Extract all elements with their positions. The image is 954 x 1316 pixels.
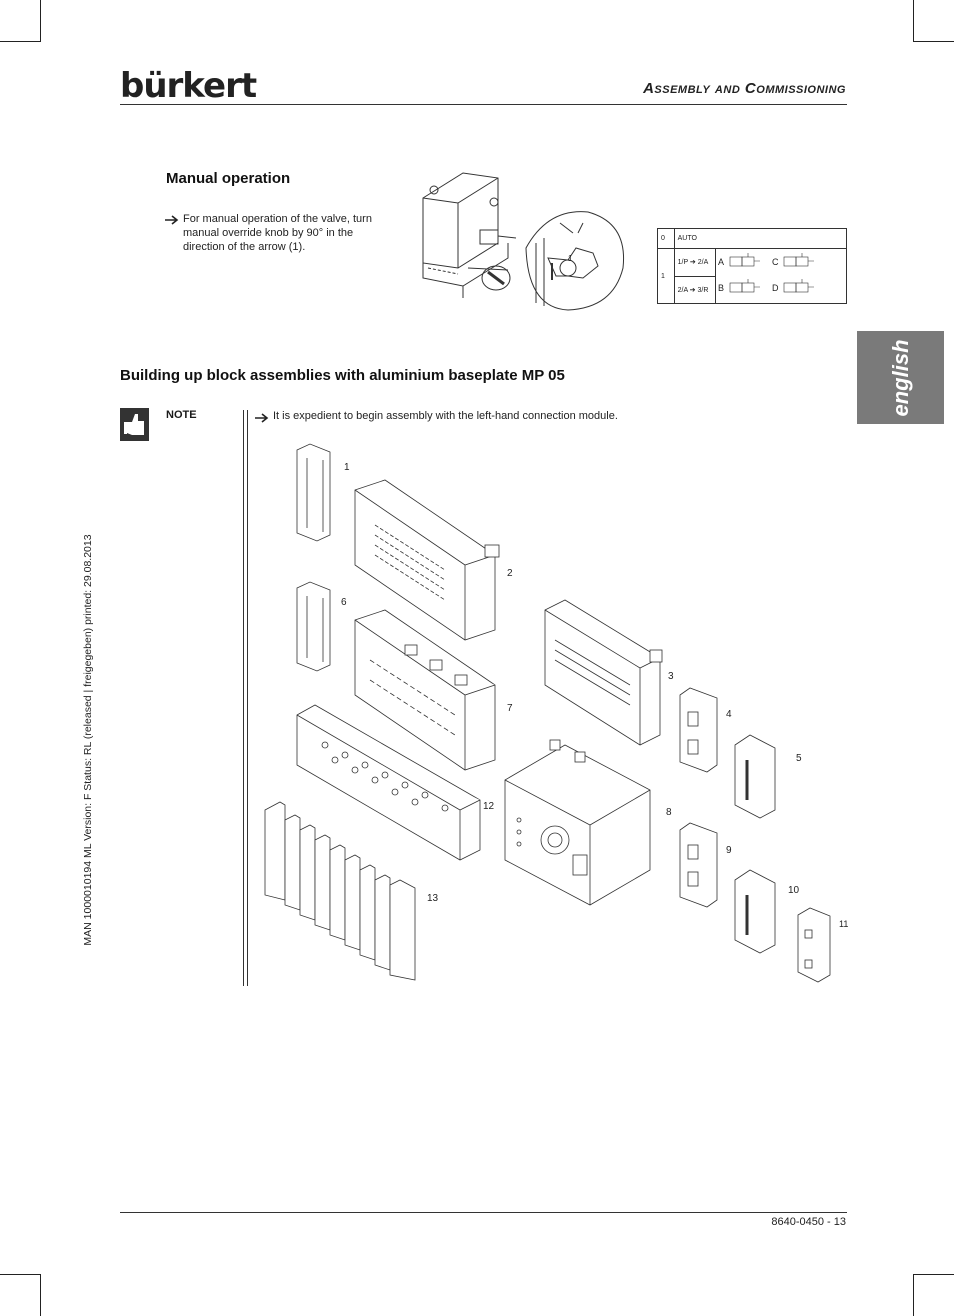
- part-label: 3: [668, 671, 674, 682]
- block-assembly-heading: Building up block assemblies with alumin…: [120, 367, 565, 384]
- part-label: 2: [507, 568, 513, 579]
- part-label: 6: [341, 597, 347, 608]
- note-divider: [243, 410, 244, 986]
- manual-override-table: 0 AUTO 1 1/P ➔ 2/A A C B D: [657, 228, 848, 304]
- callout-number: 1: [568, 254, 573, 263]
- svg-text:C: C: [772, 257, 779, 267]
- note-text: It is expedient to begin assembly with t…: [273, 410, 618, 422]
- crop-mark: [914, 1274, 954, 1275]
- table-cell: 0: [657, 228, 675, 249]
- right-arrow-icon: [255, 410, 269, 428]
- part-label: 7: [507, 703, 513, 714]
- instruction-line: For manual operation of the valve, turn: [183, 213, 372, 225]
- valve-illustration: [418, 168, 633, 323]
- crop-mark: [913, 0, 914, 42]
- part-label: 4: [726, 709, 732, 720]
- header-rule: [120, 104, 847, 105]
- part-label: 11: [839, 919, 849, 929]
- table-cell: 2/A ➔ 3/R: [673, 275, 717, 304]
- symbol-cell: A C B D: [715, 248, 847, 304]
- section-title: Assembly and Commissioning: [643, 80, 846, 97]
- document-meta-text: MAN 1000010194 ML Version: F Status: RL …: [82, 534, 94, 946]
- instruction-line: direction of the arrow (1).: [183, 241, 306, 253]
- note-label: NOTE: [166, 409, 197, 421]
- manual-operation-heading: Manual operation: [166, 170, 291, 187]
- part-label: 10: [788, 885, 800, 896]
- crop-mark: [913, 1274, 914, 1316]
- part-label: 1: [344, 462, 350, 473]
- exploded-assembly-drawing: [255, 440, 855, 995]
- part-label: 9: [726, 845, 732, 856]
- page-reference: 8640-0450 - 13: [771, 1216, 846, 1228]
- table-cell: 1: [657, 248, 675, 304]
- part-label: 5: [796, 753, 802, 764]
- crop-mark: [0, 41, 40, 42]
- part-label: 13: [427, 893, 439, 904]
- crop-mark: [914, 41, 954, 42]
- right-arrow-icon: [165, 212, 179, 230]
- crop-mark: [40, 1274, 41, 1316]
- svg-text:A: A: [718, 257, 724, 267]
- brand-logo: bürkert: [120, 66, 257, 106]
- footer-rule: [120, 1212, 847, 1213]
- svg-text:B: B: [718, 283, 724, 293]
- part-label: 12: [483, 801, 495, 812]
- svg-text:D: D: [772, 283, 779, 293]
- instruction-line: manual override knob by 90° in the: [183, 227, 354, 239]
- crop-mark: [40, 0, 41, 42]
- manual-operation-instruction: For manual operation of the valve, turn …: [183, 212, 398, 254]
- table-cell: 1/P ➔ 2/A: [673, 248, 717, 277]
- language-tab: english: [857, 331, 944, 424]
- note-divider: [247, 410, 248, 986]
- language-tab-label: english: [887, 338, 913, 417]
- table-cell: AUTO: [673, 228, 848, 249]
- document-meta: MAN 1000010194 ML Version: F Status: RL …: [82, 510, 94, 970]
- part-label: 8: [666, 807, 672, 818]
- thumbs-up-hand-icon: [120, 408, 149, 441]
- crop-mark: [0, 1274, 40, 1275]
